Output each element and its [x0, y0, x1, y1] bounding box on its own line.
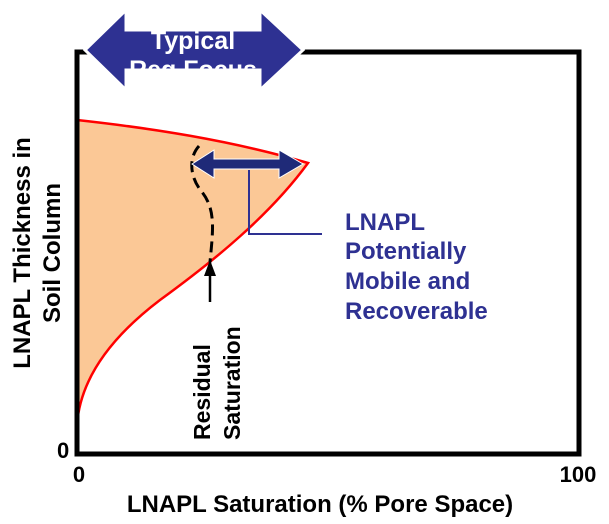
mobile-range-arrow — [191, 149, 304, 179]
residual-arrow — [204, 260, 216, 302]
mobile-label-line-4: Recoverable — [345, 298, 488, 325]
reg-focus-arrow — [82, 6, 306, 94]
mobile-label: LNAPL Potentially Mobile and Recoverable — [345, 209, 488, 325]
plot-frame — [74, 49, 582, 457]
y-axis-label-line2: Soil Column — [39, 183, 66, 323]
mobile-label-line-2: Potentially — [345, 238, 467, 265]
reg-focus-label-line2: Reg Focus — [129, 56, 257, 84]
saturation-profile-curve — [75, 52, 311, 445]
reg-focus-label-line1: Typical — [151, 27, 235, 55]
saturation-profile-fill — [77, 120, 308, 425]
x-tick-min: 0 — [73, 462, 85, 487]
y-tick-min: 0 — [57, 438, 69, 463]
mobile-label-line-1: LNAPL — [345, 209, 425, 236]
residual-label-line2: Saturation — [219, 326, 245, 440]
mobile-label-line-3: Mobile and — [345, 268, 470, 295]
x-axis-label: LNAPL Saturation (% Pore Space) — [127, 491, 513, 518]
mobile-label-leader — [248, 170, 322, 235]
residual-label-line1: Residual — [189, 344, 215, 440]
y-axis-label-line1: LNAPL Thickness in — [9, 137, 36, 369]
x-tick-max: 100 — [560, 462, 597, 487]
